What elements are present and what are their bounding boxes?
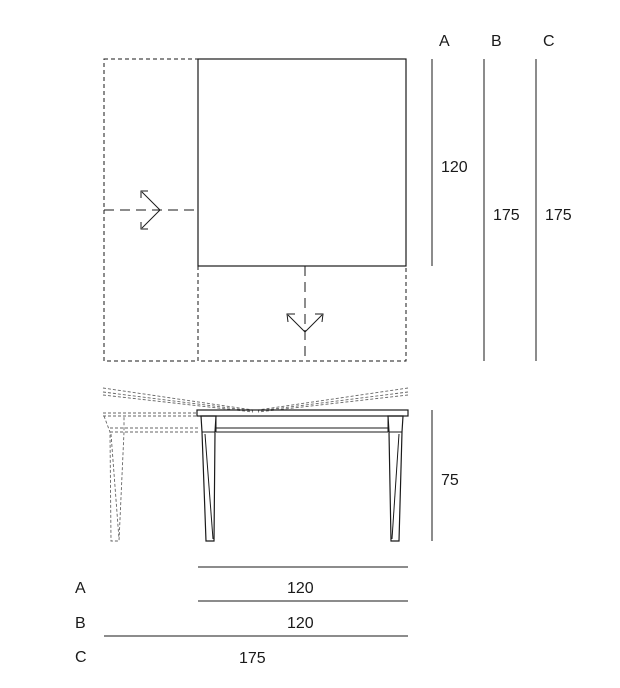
side-tabletop — [196, 409, 409, 417]
column-value-b: 175 — [493, 207, 520, 224]
row-label-c: C — [75, 649, 87, 666]
top-view — [103, 58, 407, 362]
row-value-a: 120 — [287, 580, 314, 597]
right-dimensions: A B C 120 175 175 75 — [431, 33, 572, 541]
ghost-leg-left — [103, 415, 125, 542]
column-value-c: 175 — [545, 207, 572, 224]
bottom-dimension-table: A B C 120 120 175 — [75, 566, 408, 667]
column-value-a: 120 — [441, 159, 468, 176]
row-label-a: A — [75, 580, 86, 597]
extension-bottom — [197, 265, 407, 362]
row-label-b: B — [75, 615, 86, 632]
ghost-leaves — [102, 387, 409, 433]
column-label-b: B — [491, 33, 502, 50]
row-value-c: 175 — [239, 650, 266, 667]
column-label-a: A — [439, 33, 450, 50]
side-leg-right — [387, 415, 404, 542]
unfold-arrow-bottom-icon — [286, 313, 324, 333]
side-view — [102, 387, 409, 542]
column-label-c: C — [543, 33, 555, 50]
unfold-arrow-left-icon — [140, 190, 161, 230]
height-value: 75 — [441, 472, 459, 489]
row-value-b: 120 — [287, 615, 314, 632]
tabletop-main — [197, 58, 407, 267]
extension-left — [103, 58, 199, 362]
